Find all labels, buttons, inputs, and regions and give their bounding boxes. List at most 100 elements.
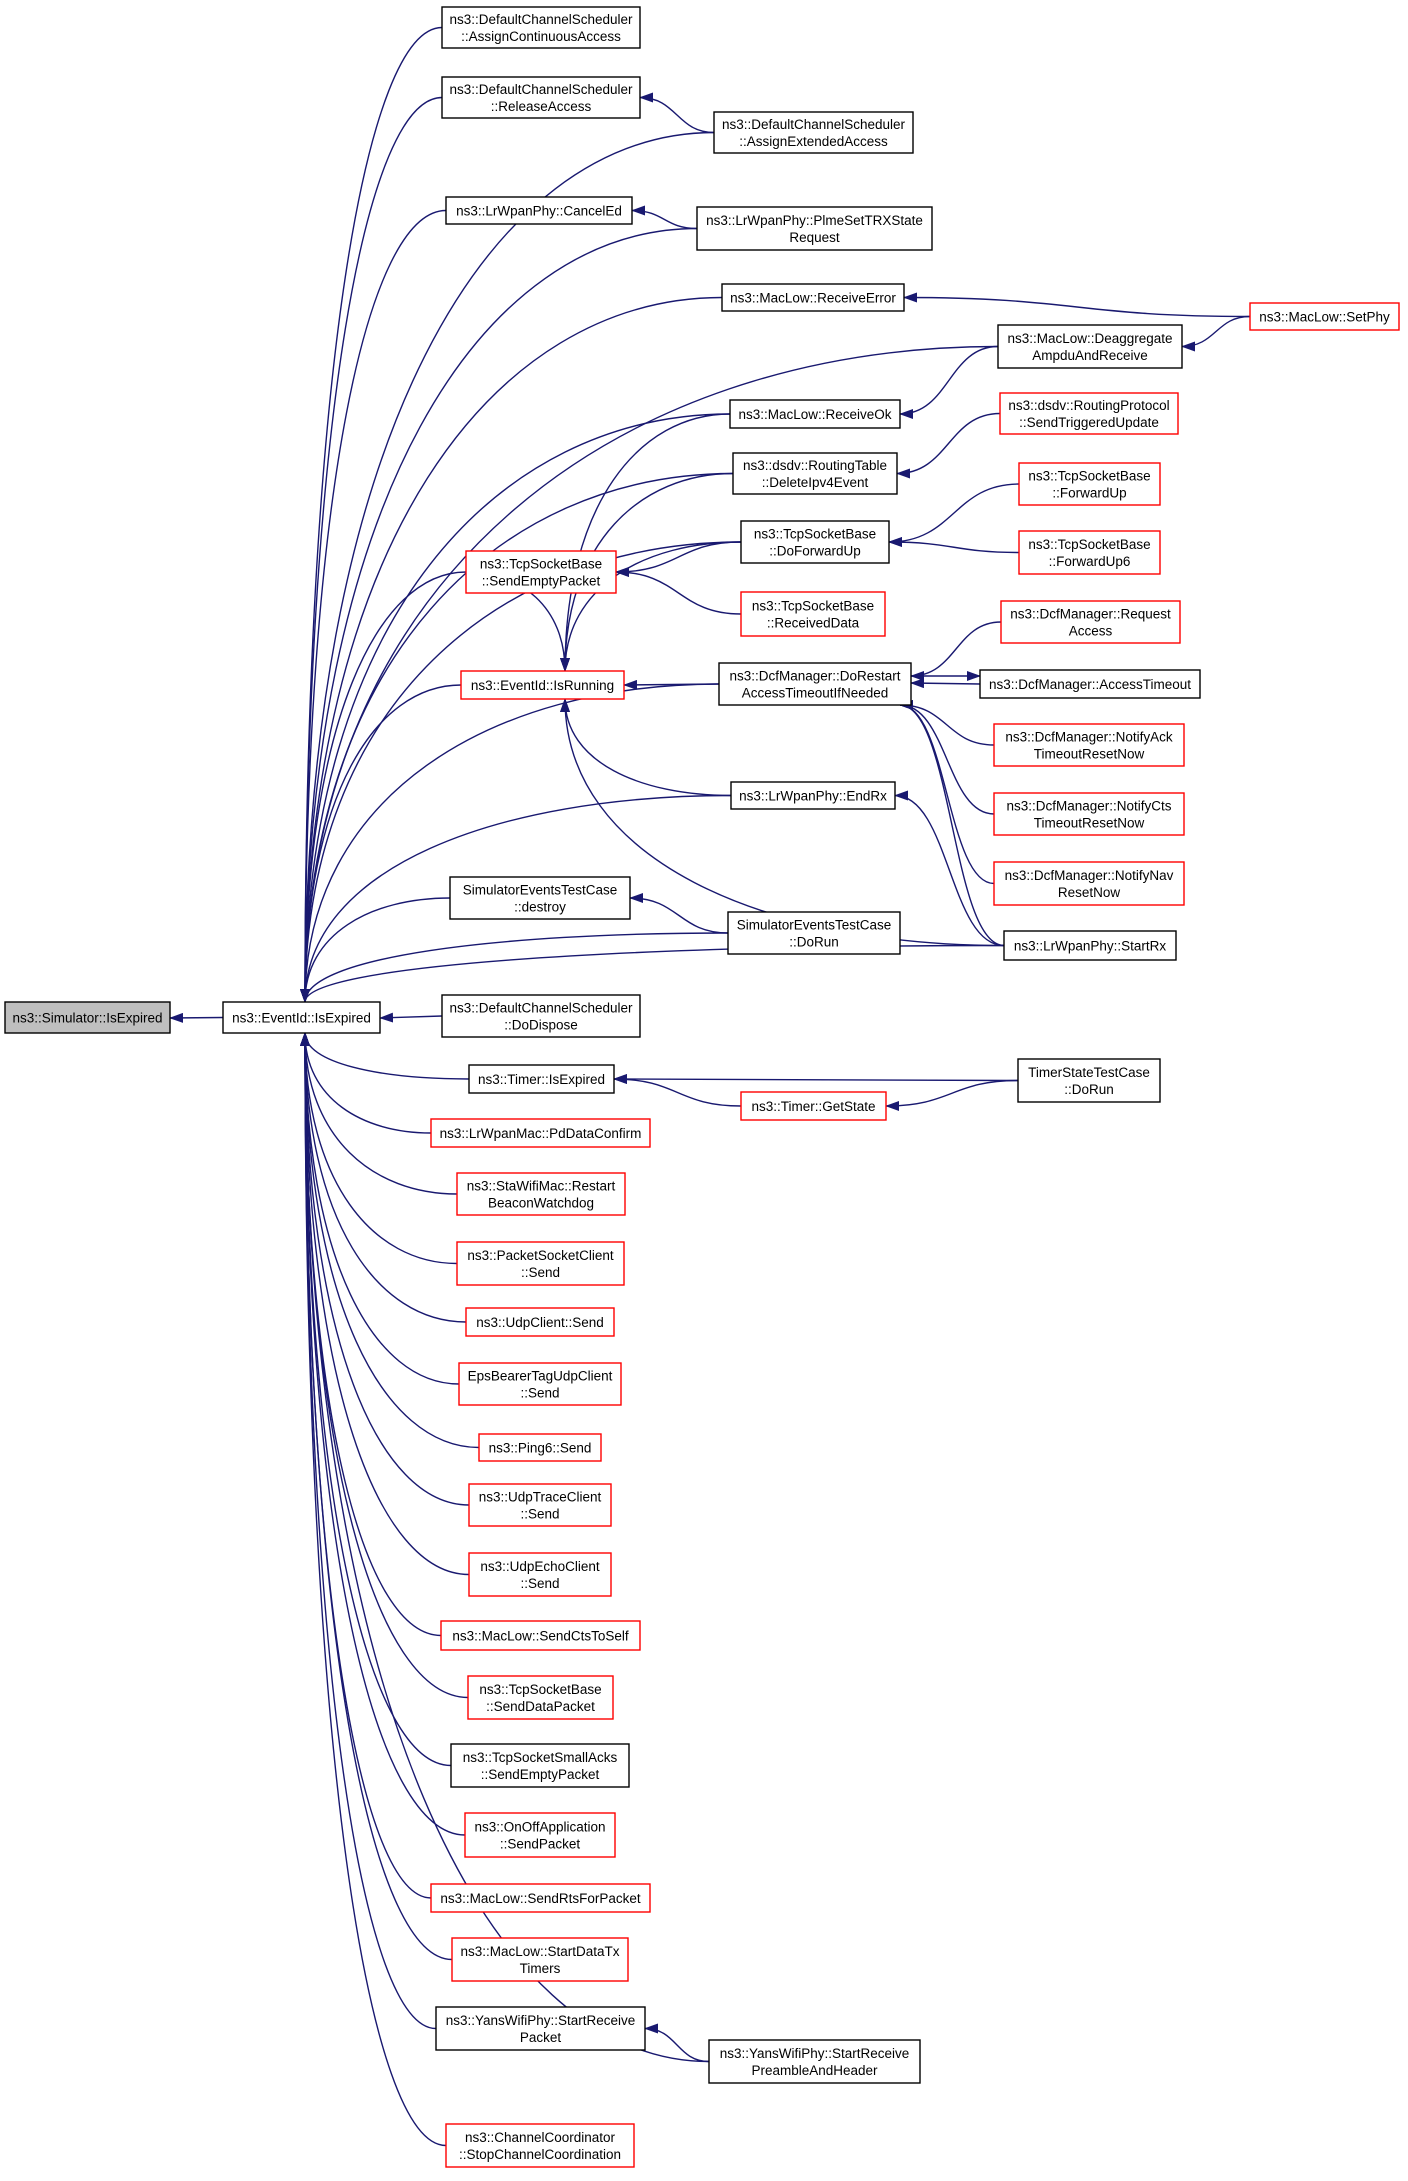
node-tcp-sendempty[interactable]: ns3::TcpSocketBase::SendEmptyPacket <box>465 550 617 594</box>
node-label-line: Request <box>789 230 840 245</box>
edge-maclow-startdatatx-to-eventid-isexpired <box>300 1032 453 1961</box>
node-box <box>468 1552 612 1597</box>
node-label-line: ns3::UdpEchoClient <box>480 1559 600 1574</box>
node-label-line: ns3::TcpSocketBase <box>1028 537 1150 552</box>
edge-lrwpan-canceled-to-eventid-isexpired <box>300 209 447 1003</box>
edge-dsdv-deleteipv4-to-eventid-isrunning <box>560 472 734 672</box>
node-tcp-doforwardup[interactable]: ns3::TcpSocketBase::DoForwardUp <box>740 520 890 564</box>
node-root[interactable]: ns3::Simulator::IsExpired <box>4 1001 171 1034</box>
edge-packetsocket-send-to-eventid-isexpired <box>300 1032 458 1265</box>
edge-udptrace-send-to-eventid-isexpired <box>300 1032 470 1506</box>
node-label-line: BeaconWatchdog <box>488 1196 594 1211</box>
node-box <box>445 2123 635 2168</box>
edge-dcf-notifycts-to-dcf-dorestart <box>899 700 995 815</box>
node-epsbearer-send[interactable]: EpsBearerTagUdpClient::Send <box>458 1362 622 1406</box>
node-label-line: ::DoForwardUp <box>769 544 861 559</box>
node-ping6-send[interactable]: ns3::Ping6::Send <box>478 1433 602 1462</box>
node-label-line: ::destroy <box>514 900 566 915</box>
node-box <box>222 1001 381 1034</box>
node-maclow-sendcts[interactable]: ns3::MacLow::SendCtsToSelf <box>440 1620 641 1651</box>
node-dcf-notifyack[interactable]: ns3::DcfManager::NotifyAckTimeoutResetNo… <box>993 723 1185 767</box>
node-timerstate-dorun[interactable]: TimerStateTestCase::DoRun <box>1017 1058 1161 1103</box>
node-packetsocket-send[interactable]: ns3::PacketSocketClient::Send <box>456 1241 625 1286</box>
node-maclow-receiveok[interactable]: ns3::MacLow::ReceiveOk <box>729 399 901 429</box>
node-box <box>458 1362 622 1406</box>
node-box <box>435 2006 646 2051</box>
edge-lrwpan-startrx-to-eventid-isrunning <box>560 698 1005 947</box>
node-timer-isexpired[interactable]: ns3::Timer::IsExpired <box>468 1064 615 1094</box>
node-tcp-senddata[interactable]: ns3::TcpSocketBase::SendDataPacket <box>467 1675 614 1720</box>
node-tcp-forwardup6[interactable]: ns3::TcpSocketBase::ForwardUp6 <box>1018 530 1161 575</box>
node-dcs-assignextended[interactable]: ns3::DefaultChannelScheduler::AssignExte… <box>713 111 914 154</box>
node-udpclient-send[interactable]: ns3::UdpClient::Send <box>465 1307 615 1337</box>
node-label-line: ns3::MacLow::SetPhy <box>1259 310 1390 325</box>
edge-eventid-isexpired-to-root <box>169 1012 224 1023</box>
node-maclow-sendrts[interactable]: ns3::MacLow::SendRtsForPacket <box>430 1883 651 1913</box>
node-box <box>1000 600 1181 644</box>
edge-dcf-dorestart-to-eventid-isexpired <box>300 683 720 1003</box>
node-box <box>465 550 617 594</box>
node-label-line: ::SendEmptyPacket <box>481 1767 600 1782</box>
node-lrwpan-startrx[interactable]: ns3::LrWpanPhy::StartRx <box>1003 930 1177 961</box>
node-label-line: TimerStateTestCase <box>1028 1065 1150 1080</box>
node-label-line: ::ReleaseAccess <box>491 99 592 114</box>
node-label-line: TimeoutResetNow <box>1034 816 1145 831</box>
node-onoff-sendpacket[interactable]: ns3::OnOffApplication::SendPacket <box>464 1812 616 1858</box>
node-label-line: ResetNow <box>1058 885 1121 900</box>
node-label-line: ns3::LrWpanPhy::PlmeSetTRXState <box>706 213 923 228</box>
edge-lrwpanmac-pddata-to-eventid-isexpired <box>300 1032 432 1134</box>
node-label-line: ns3::MacLow::ReceiveError <box>730 291 896 306</box>
node-lrwpan-endrx[interactable]: ns3::LrWpanPhy::EndRx <box>730 781 896 810</box>
node-label-line: SimulatorEventsTestCase <box>737 918 892 933</box>
node-eventid-isrunning[interactable]: ns3::EventId::IsRunning <box>460 670 625 700</box>
node-label-line: ns3::DcfManager::NotifyCts <box>1006 799 1171 814</box>
edge-ping6-send-to-eventid-isexpired <box>300 1032 480 1449</box>
node-maclow-receiveerror[interactable]: ns3::MacLow::ReceiveError <box>721 283 905 312</box>
edge-dcs-dodispose-to-eventid-isexpired <box>379 1012 443 1023</box>
node-dsdv-deleteipv4[interactable]: ns3::dsdv::RoutingTable::DeleteIpv4Event <box>732 452 898 495</box>
node-dcf-notifycts[interactable]: ns3::DcfManager::NotifyCtsTimeoutResetNo… <box>993 792 1185 836</box>
node-label-line: ns3::TcpSocketBase <box>752 599 874 614</box>
node-box <box>430 1883 651 1913</box>
node-dcf-accesstimeout[interactable]: ns3::DcfManager::AccessTimeout <box>979 669 1201 699</box>
node-label-line: ::DoRun <box>789 935 839 950</box>
node-lrwpanmac-pddata[interactable]: ns3::LrWpanMac::PdDataConfirm <box>430 1118 651 1148</box>
node-dcs-releaseaccess[interactable]: ns3::DefaultChannelScheduler::ReleaseAcc… <box>441 76 641 119</box>
node-dcf-dorestart[interactable]: ns3::DcfManager::DoRestartAccessTimeoutI… <box>718 662 912 706</box>
node-tcpsmall-sendempty[interactable]: ns3::TcpSocketSmallAcks::SendEmptyPacket <box>450 1743 630 1788</box>
node-lrwpan-canceled[interactable]: ns3::LrWpanPhy::CancelEd <box>445 196 633 225</box>
node-box <box>1018 462 1161 506</box>
node-box <box>1249 302 1400 331</box>
node-yans-startreceivepreamble[interactable]: ns3::YansWifiPhy::StartReceivePreambleAn… <box>708 2039 921 2084</box>
node-box <box>993 723 1185 767</box>
node-tcp-receiveddata[interactable]: ns3::TcpSocketBase::ReceivedData <box>740 591 886 637</box>
node-timer-getstate[interactable]: ns3::Timer::GetState <box>740 1091 887 1121</box>
node-label-line: TimeoutResetNow <box>1034 747 1145 762</box>
node-maclow-setphy[interactable]: ns3::MacLow::SetPhy <box>1249 302 1400 331</box>
edge-dsdv-deleteipv4-to-eventid-isexpired <box>300 472 734 1003</box>
node-label-line: ::DoDispose <box>504 1018 578 1033</box>
node-udptrace-send[interactable]: ns3::UdpTraceClient::Send <box>468 1483 612 1527</box>
edge-dcs-assignextended-to-eventid-isexpired <box>300 131 715 1003</box>
node-dcs-assigncontinuous[interactable]: ns3::DefaultChannelScheduler::AssignCont… <box>441 6 641 49</box>
edge-simtest-dorun-to-eventid-isexpired <box>300 932 729 1003</box>
edge-eventid-isrunning-to-eventid-isexpired <box>300 684 462 1003</box>
node-box <box>729 399 901 429</box>
node-simtest-dorun[interactable]: SimulatorEventsTestCase::DoRun <box>727 911 901 955</box>
node-eventid-isexpired[interactable]: ns3::EventId::IsExpired <box>222 1001 381 1034</box>
node-tcp-forwardup[interactable]: ns3::TcpSocketBase::ForwardUp <box>1018 462 1161 506</box>
node-dsdv-sendtriggered[interactable]: ns3::dsdv::RoutingProtocol::SendTriggere… <box>999 392 1179 435</box>
node-udpecho-send[interactable]: ns3::UdpEchoClient::Send <box>468 1552 612 1597</box>
node-simtest-destroy[interactable]: SimulatorEventsTestCase::destroy <box>449 876 631 920</box>
node-chcoord-stop[interactable]: ns3::ChannelCoordinator::StopChannelCoor… <box>445 2123 635 2168</box>
node-dcs-dodispose[interactable]: ns3::DefaultChannelScheduler::DoDispose <box>441 994 641 1038</box>
node-box <box>441 994 641 1038</box>
node-box <box>465 1307 615 1337</box>
